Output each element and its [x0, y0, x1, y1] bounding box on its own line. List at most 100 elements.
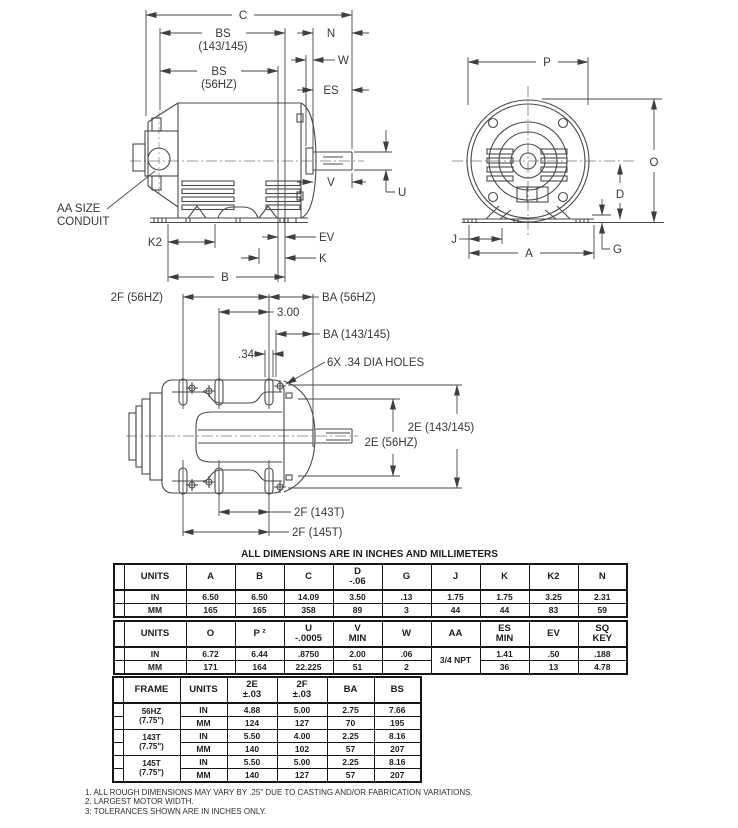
cell: 3.25	[528, 589, 579, 604]
cell: IN	[123, 646, 187, 661]
dim-label-u: U	[398, 187, 406, 199]
cell: 6.72	[185, 646, 236, 661]
dim-label-2f-56hz: 2F (56HZ)	[111, 292, 164, 304]
cell: 1.75	[479, 589, 530, 604]
table-row-mm: MM 171 164 22.225 51 2 36 13 4.78	[113, 660, 628, 675]
cell: 6.50	[234, 589, 285, 604]
dimension-table-1: UNITS A B C D -.06 G J K K2 N IN 6.50 6.…	[113, 563, 628, 618]
col-header-g: G	[381, 563, 432, 591]
cell: 127	[276, 768, 328, 783]
spacer-cell	[112, 742, 124, 756]
col-header-es: ES MIN	[479, 620, 530, 648]
cell: 164	[234, 660, 285, 675]
col-header-units: UNITS	[123, 563, 187, 591]
dim-label-w: W	[338, 55, 349, 67]
dim-label-2e-56hz: 2E (56HZ)	[364, 437, 417, 449]
dim-label-j: J	[451, 234, 457, 246]
col-header-j: J	[430, 563, 481, 591]
cell: 57	[326, 768, 375, 783]
spacer-cell	[112, 768, 124, 783]
dim-label-2f-143t: 2F (143T)	[294, 507, 345, 519]
cell: 89	[332, 603, 383, 618]
col-header-a: A	[185, 563, 236, 591]
col-header-c: C	[283, 563, 334, 591]
dim-label-bs143-frame: (143/145)	[198, 41, 247, 53]
cell: 2.31	[577, 589, 628, 604]
frame-table: FRAME UNITS 2E ±.03 2F ±.03 BA BS 56HZ (…	[112, 676, 422, 783]
spacer-cell	[112, 702, 124, 717]
cell: IN	[123, 589, 187, 604]
col-header-2e: 2E ±.03	[226, 676, 278, 704]
note-3: 3: TOLERANCES SHOWN ARE IN INCHES ONLY.	[85, 806, 267, 816]
col-header-units: UNITS	[179, 676, 228, 704]
note-1: 1. ALL ROUGH DIMENSIONS MAY VARY BY .25"…	[85, 788, 473, 797]
dim-label-c: C	[239, 10, 247, 22]
note-2: 2. LARGEST MOTOR WIDTH.	[85, 797, 194, 807]
cell: 6.44	[234, 646, 285, 661]
conduit-callout-line2: CONDUIT	[57, 216, 109, 228]
dim-label-o: O	[650, 157, 659, 169]
dim-label-n: N	[327, 28, 335, 40]
dim-label-bs56-frame: (56HZ)	[201, 79, 237, 91]
col-header-bs: BS	[373, 676, 422, 704]
cell: IN	[179, 729, 228, 743]
cell: 4.78	[577, 660, 628, 675]
col-header-ba: BA	[326, 676, 375, 704]
cell: .50	[528, 646, 579, 661]
cell: 140	[226, 742, 278, 756]
cell: 165	[234, 603, 285, 618]
cell: 2.25	[326, 755, 375, 769]
cell: 70	[326, 716, 375, 730]
header-row: FRAME UNITS 2E ±.03 2F ±.03 BA BS	[112, 676, 422, 704]
table-row-in: IN 6.72 6.44 .8750 2.00 .06 3/4 NPT 1.41…	[113, 646, 628, 675]
spacer-cell	[112, 729, 124, 743]
dim-label-k2: K2	[148, 237, 162, 249]
col-header-sqkey: SQ KEY	[577, 620, 628, 648]
cell: 8.16	[373, 755, 422, 769]
spacer-cell	[112, 755, 124, 769]
dim-label-p: P	[543, 57, 551, 69]
dim-label-ba-143-145: BA (143/145)	[323, 329, 390, 341]
cell: 127	[276, 716, 328, 730]
table-row-56hz-mm: MM 124 127 70 195	[112, 716, 422, 730]
table-title: ALL DIMENSIONS ARE IN INCHES AND MILLIME…	[241, 549, 498, 560]
spacer-cell	[113, 603, 125, 618]
col-header-ev: EV	[528, 620, 579, 648]
side-view: C BS (143/145) N BS (56HZ) W ES V U AA S…	[57, 10, 406, 284]
col-header-v: V MIN	[332, 620, 383, 648]
cell: 59	[577, 603, 628, 618]
cell: 36	[479, 660, 530, 675]
col-header-u: U -.0005	[283, 620, 334, 648]
dim-label-bs143: BS	[215, 28, 231, 40]
col-header-aa: AA	[430, 620, 481, 648]
cell: MM	[179, 742, 228, 756]
frame-cell-143t: 143T (7.75")	[122, 729, 181, 756]
cell: 2.75	[326, 702, 375, 717]
frame-cell-56hz: 56HZ (7.75")	[122, 702, 181, 730]
dim-label-dot34: .34	[238, 349, 255, 361]
cell: IN	[179, 755, 228, 769]
cell: .06	[381, 646, 432, 661]
bottom-view: 2F (56HZ) BA (56HZ) 3.00 BA (143/145) .3…	[111, 292, 483, 539]
table-row-143t-in: 143T (7.75") IN 5.50 4.00 2.25 8.16	[112, 729, 422, 756]
col-header-w: W	[381, 620, 432, 648]
dimension-table-2: UNITS O P ² U -.0005 V MIN W AA ES MIN E…	[113, 620, 628, 675]
cell: 358	[283, 603, 334, 618]
table-row-145t-mm: MM 140 127 57 207	[112, 768, 422, 783]
cell: .13	[381, 589, 432, 604]
cell: 83	[528, 603, 579, 618]
spacer-cell	[113, 589, 125, 604]
callout-6x-holes: 6X .34 DIA HOLES	[327, 357, 424, 369]
cell: 2.25	[326, 729, 375, 743]
cell: 44	[430, 603, 481, 618]
dim-label-3-00: 3.00	[277, 307, 299, 319]
spacer-cell	[113, 660, 125, 675]
cell: .8750	[283, 646, 334, 661]
col-header-k: K	[479, 563, 530, 591]
cell: 171	[185, 660, 236, 675]
cell: 207	[373, 768, 422, 783]
cell: 102	[276, 742, 328, 756]
cell: MM	[179, 716, 228, 730]
conduit-callout-line1: AA SIZE	[57, 203, 101, 215]
cell: 6.50	[185, 589, 236, 604]
